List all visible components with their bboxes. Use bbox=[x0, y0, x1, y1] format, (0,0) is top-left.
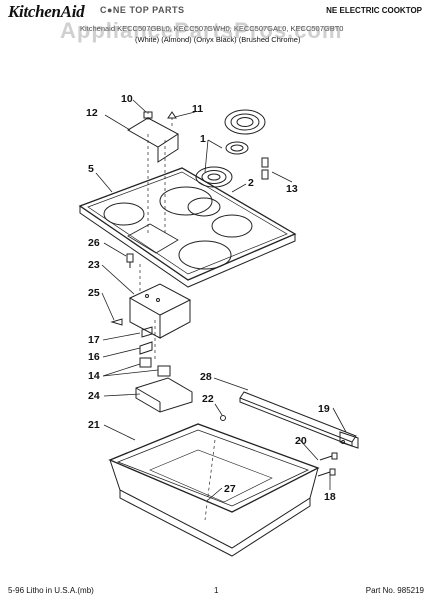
part-number: Part No. 985219 bbox=[365, 586, 424, 595]
callout-17: 17 bbox=[88, 334, 100, 346]
side-rail bbox=[239, 391, 357, 447]
callout-23: 23 bbox=[88, 259, 100, 271]
switch-housing bbox=[128, 283, 192, 339]
leader-lines bbox=[95, 99, 347, 501]
callout-11: 11 bbox=[192, 103, 203, 115]
callout-5: 5 bbox=[88, 163, 94, 175]
callout-20: 20 bbox=[295, 435, 307, 447]
callout-16: 16 bbox=[88, 351, 100, 363]
brand-logo: KitchenAid bbox=[8, 2, 85, 21]
color-variants: (White) (Almond) (Onyx Black) (Brushed C… bbox=[135, 35, 301, 44]
callout-14: 14 bbox=[88, 370, 100, 382]
assembly-lines bbox=[139, 112, 216, 521]
page-number: 1 bbox=[214, 586, 219, 595]
mounting-bracket bbox=[127, 111, 179, 163]
callout-19: 19 bbox=[318, 403, 330, 415]
surface-element bbox=[195, 109, 266, 188]
side-bracket bbox=[339, 431, 359, 449]
litho-note: 5-96 Litho in U.S.A.(mb) bbox=[8, 586, 94, 595]
side-screws bbox=[317, 452, 338, 477]
product-title: NE ELECTRIC COOKTOP bbox=[326, 6, 422, 15]
callout-10: 10 bbox=[121, 93, 133, 105]
callout-27: 27 bbox=[224, 483, 236, 495]
callout-1: 1 bbox=[200, 133, 206, 145]
cooktop-panel bbox=[78, 167, 297, 288]
clip-parts bbox=[261, 157, 269, 180]
watermark: AppliancePartsPros.com bbox=[60, 18, 343, 43]
callout-25: 25 bbox=[88, 287, 100, 299]
callout-22: 22 bbox=[202, 393, 214, 405]
callout-2: 2 bbox=[248, 177, 254, 189]
callout-13: 13 bbox=[286, 183, 298, 195]
callout-24: 24 bbox=[88, 390, 100, 402]
callout-28: 28 bbox=[200, 371, 212, 383]
terminal-blocks bbox=[139, 357, 171, 377]
burner-box bbox=[108, 423, 320, 557]
section-title: C●NE TOP PARTS bbox=[100, 5, 185, 15]
callout-12: 12 bbox=[86, 107, 98, 119]
control-bracket bbox=[135, 377, 193, 413]
model-numbers: Kitchenaid KECC507GBL0, KECC507GWH0, KEC… bbox=[80, 24, 344, 33]
callout-18: 18 bbox=[324, 491, 336, 503]
callout-21: 21 bbox=[88, 419, 100, 431]
callout-26: 26 bbox=[88, 237, 100, 249]
fasteners bbox=[110, 253, 226, 421]
